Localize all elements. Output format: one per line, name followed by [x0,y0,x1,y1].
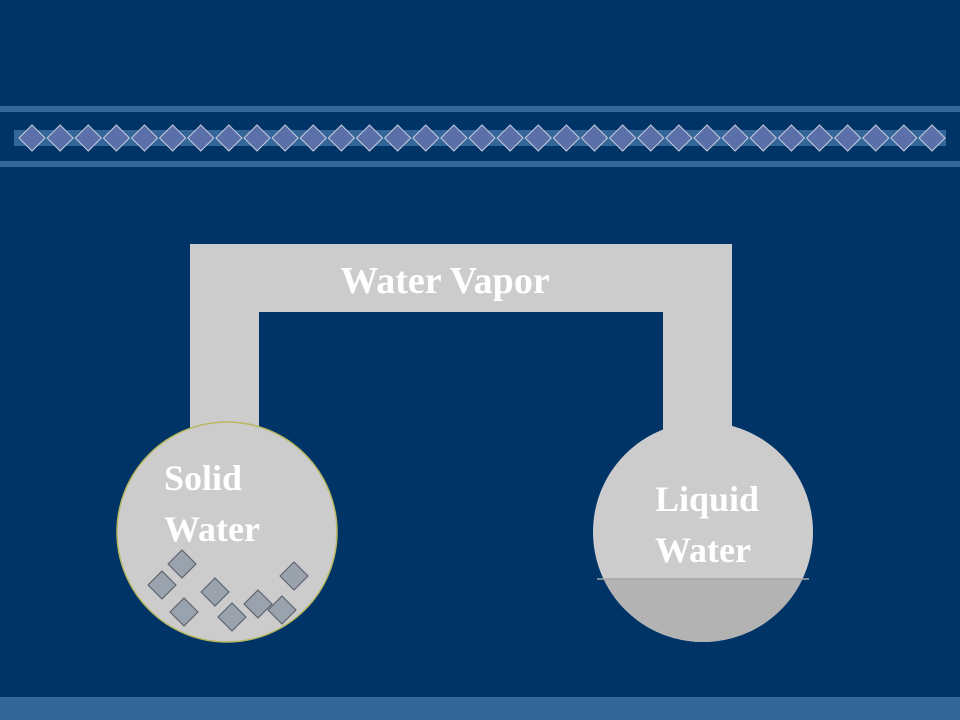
header-diamond [552,124,581,152]
header-diamond [158,124,187,152]
header-diamond [440,124,468,152]
header-diamond [524,124,552,152]
ice-cube [279,561,309,591]
header-diamond [102,124,131,152]
header-diamond [46,124,74,152]
header-diamond [580,124,609,152]
header-diamond [693,124,721,152]
header-diamond [833,124,862,152]
header-diamond [215,124,243,152]
header-diamond [383,124,412,152]
header-diamond [805,124,834,152]
ice-cube [243,589,273,619]
header-diamond [665,124,693,152]
header-diamond [777,124,806,152]
right-flask-label-line1: Liquid [655,479,759,519]
left-flask-label-line2: Water [164,509,260,549]
header-diamond [130,124,159,152]
header-line-bottom [0,161,960,167]
vapor-tube [190,244,732,440]
left-flask-label-line1: Solid [164,458,242,498]
ice-cube [167,549,197,579]
ice-cube [147,570,177,600]
header-diamond [721,124,749,152]
header-diamond [468,124,496,152]
header-diamond [608,124,637,152]
header-line-top [0,106,960,112]
header-diamond [355,124,384,152]
tube-label: Water Vapor [340,260,550,302]
header-diamond [243,124,271,152]
ice-cube [200,577,230,607]
header-diamond [749,124,777,152]
header-diamond [412,124,440,152]
header-diamond [862,124,890,152]
header-diamond [271,124,299,152]
header-diamond [299,124,327,152]
header-diamond [18,124,46,152]
header-diamond [187,124,215,152]
header-diamond [890,124,918,152]
header-diamond [918,124,946,152]
diamond-row [18,124,946,152]
header-diamond [496,124,524,152]
header-diamond [74,124,102,152]
header-diamond [637,124,665,152]
right-flask-label-line2: Water [655,530,751,570]
header-diamond [327,124,356,152]
ice-cubes [147,549,309,632]
ice-cube [217,602,247,632]
footer-band [0,697,960,720]
ice-cube [267,595,297,625]
liquid-water-fill [593,579,813,642]
ice-cube [169,597,199,627]
